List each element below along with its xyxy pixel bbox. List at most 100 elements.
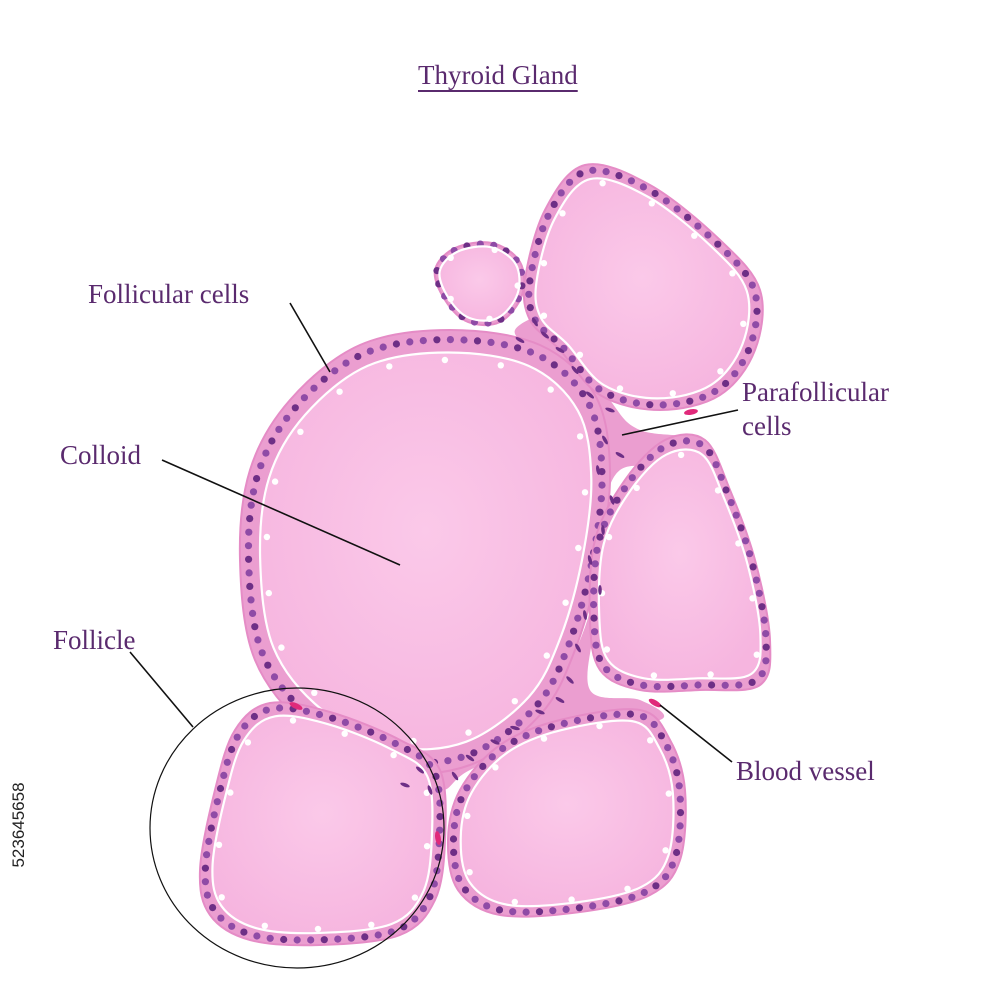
stromal-nucleus [510,725,520,731]
follicular-cell-nucleus [592,641,600,649]
follicular-cell-nucleus [550,200,558,208]
colloid-vacuole [465,729,472,736]
follicular-cell-nucleus [714,240,722,248]
follicular-cell-nucleus [374,931,382,939]
follicular-cell-nucleus [675,835,683,843]
follicular-cell-nucleus [694,222,702,230]
follicular-cell-nucleus [391,739,399,748]
follicular-cell-nucleus [682,437,691,445]
leader-parafollicular [621,409,739,436]
follicular-cell-nucleus [278,684,286,692]
colloid-vacuole [278,644,285,651]
follicular-cell-nucleus [449,835,458,843]
follicular-cell-nucleus [722,379,730,388]
follicular-cell-nucleus [741,269,750,278]
leader-follicular-cells [289,302,331,373]
follicular-cell-nucleus [253,932,261,940]
colloid-vacuole [486,315,493,322]
follicular-cell-nucleus [753,307,761,315]
follicular-cell-nucleus [594,427,602,435]
colloid-vacuole [218,894,225,901]
follicular-cell-nucleus [637,463,645,471]
colloid-vacuole [289,717,297,724]
follicular-cell-nucleus [673,769,681,777]
follicular-cell-nucleus [270,673,279,681]
follicular-cell-nucleus [415,752,423,760]
follicular-cell-nucleus [741,537,750,545]
follicular-cell-nucleus [310,384,318,392]
follicular-cell-nucleus [626,678,635,686]
follicular-cell-nucleus [595,654,604,663]
follicular-cell-nucleus [657,445,665,453]
follicular-cell-nucleus [717,473,725,481]
label-parafollicular-cells: Parafollicular cells [742,375,889,443]
follicular-cell-nucleus [659,401,667,409]
follicular-cell-nucleus [708,681,716,689]
colloid-vacuole [665,790,672,797]
colloid-vacuole [447,295,454,303]
follicular-cell-nucleus [419,905,427,913]
follicular-cell-nucleus [463,784,471,792]
follicular-cell-nucleus [426,893,434,901]
follicular-cell-nucleus [749,563,757,571]
colloid-vacuole [297,428,304,435]
follicular-cell-nucleus [574,614,582,622]
follicular-cell-nucleus [526,277,534,285]
colloid-vacuole [540,735,548,742]
colloid-vacuole [265,589,272,597]
follicular-cell-nucleus [562,905,570,914]
follicular-cell-nucleus [673,205,681,213]
follicular-cell-nucleus [535,908,544,916]
colloid-vacuole [410,737,417,745]
stock-image-id: 523645658 [4,760,34,890]
colloid-vacuole [514,282,521,289]
follicular-cell-nucleus [387,928,395,936]
colloid-vacuole [336,388,343,395]
label-follicle: Follicle [53,625,136,655]
blood-vessel-mark [434,831,442,845]
follicular-cell-nucleus [566,178,574,186]
colloid-vacuole [441,356,449,364]
diagram-title: Thyroid Gland [418,60,578,90]
follicular-cell-nucleus [595,385,603,393]
stromal-nucleus [555,697,565,703]
colloid-vacuole [717,368,724,375]
colloid-vacuole [714,487,722,494]
follicular-cell-nucleus [470,749,478,757]
follicular-cell-nucleus [662,197,670,205]
follicular-cell-nucleus [694,681,702,689]
follicular-cell-nucleus [246,582,254,591]
follicular-cell-nucleus [676,809,685,817]
follicular-cell-nucleus [733,259,741,267]
follicular-cell-nucleus [201,864,209,872]
stromal-nucleus [555,347,565,353]
blood-vessels [289,408,698,845]
colloid-vacuole [447,254,454,261]
follicular-cell-nucleus [233,733,241,741]
colloid-vacuole [464,812,471,820]
follicular-cell-nucleus [680,682,689,690]
follicular-cell-nucleus [613,496,621,504]
stromal-nucleus [596,465,600,475]
colloid-vacuole [390,751,397,759]
follicular-cell-nucleus [591,414,599,422]
colloid-vacuole [311,689,318,696]
follicular-cell-nucleus [307,936,315,944]
follicular-cell-nucleus [620,485,629,493]
follicular-cell-nucleus [615,172,623,180]
follicular-cell-nucleus [451,862,459,870]
follicular-cell-nucleus [722,486,730,494]
follicular-cell-nucleus [675,782,683,790]
follicular-cell-nucleus [547,723,556,731]
follicular-cell-nucleus [354,723,362,731]
follicular-cell-nucleus [341,718,349,727]
follicular-cell-nucleus [662,873,670,881]
follicular-cell-nucleus [254,636,262,644]
follicular-cell-nucleus [591,560,599,568]
follicular-cell-nucleus [732,511,740,519]
follicular-cell-nucleus [549,907,557,915]
follicular-cell-nucleus [590,601,598,609]
follicular-cell-nucleus [614,673,622,682]
follicular-cell-nucleus [590,587,598,595]
follicular-cell-nucleus [487,338,495,346]
